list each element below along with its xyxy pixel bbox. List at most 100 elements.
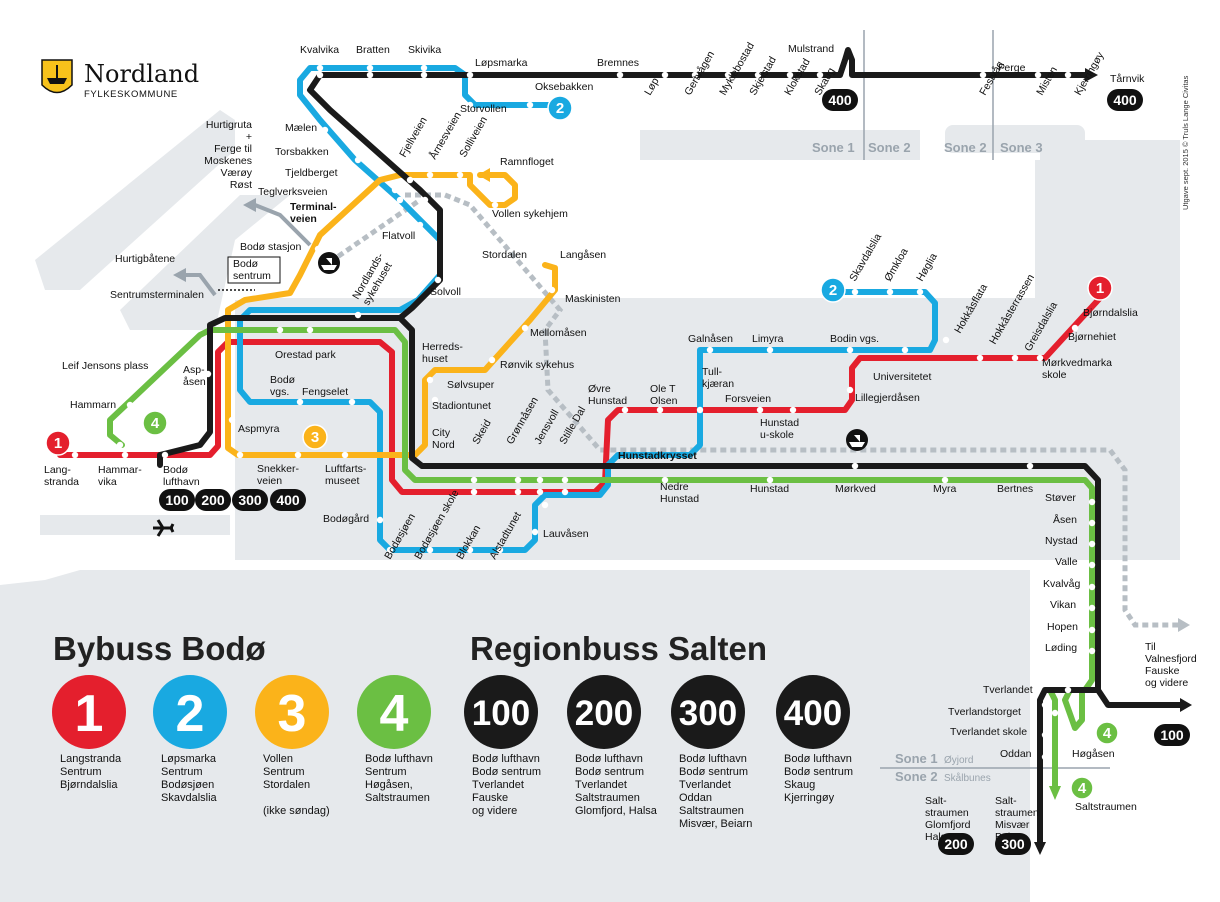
ferry-routes <box>173 192 1190 632</box>
route-badge-3: 3 <box>302 424 328 450</box>
stop-dot <box>431 396 439 404</box>
route-badge-4: 4 <box>1095 721 1119 745</box>
station-label-morkved: Mørkved <box>835 483 876 495</box>
svg-text:Bodøsjøen: Bodøsjøen <box>161 779 214 791</box>
stop-dot <box>656 406 664 414</box>
stop-dot <box>1088 498 1096 506</box>
stop-dot <box>696 406 704 414</box>
svg-text:Stordalen: Stordalen <box>263 779 310 791</box>
stop-dot <box>766 476 774 484</box>
stop-dot <box>536 488 544 496</box>
stop-dot <box>786 71 794 79</box>
stop-dot <box>434 276 442 284</box>
credit-text: Utgave sept. 2015 © Truls Lange Civitas <box>1181 75 1190 210</box>
station-label-vollensykehjem: Vollen sykehjem <box>492 208 568 220</box>
stop-dot <box>71 451 79 459</box>
stop-dot <box>1034 71 1042 79</box>
station-label-sentrumsterminalen: Sentrumsterminalen <box>110 289 204 301</box>
station-label-tullkjaeran: Tull-kjæran <box>702 366 734 390</box>
stop-dot <box>851 462 859 470</box>
route-badge-400: 400 <box>822 89 858 111</box>
svg-text:Oddan: Oddan <box>679 792 712 804</box>
svg-text:Langstranda: Langstranda <box>60 753 122 765</box>
stop-dot <box>521 324 529 332</box>
stop-dot <box>1088 561 1096 569</box>
svg-text:100: 100 <box>1160 727 1184 743</box>
stop-dot <box>1088 519 1096 527</box>
station-label-hogasen: Høgåsen <box>1072 748 1115 760</box>
station-label-teglverksveien: Teglverksveien <box>258 186 328 198</box>
svg-text:200: 200 <box>201 492 225 508</box>
svg-text:400: 400 <box>828 92 852 108</box>
svg-text:Bodø lufthavn: Bodø lufthavn <box>472 753 540 765</box>
stop-dot <box>514 476 522 484</box>
station-label-loding: Løding <box>1045 642 1077 654</box>
stop-dot <box>1051 709 1059 717</box>
stop-dot <box>296 398 304 406</box>
stop-dot <box>306 326 314 334</box>
station-label-nystad: Nystad <box>1045 535 1078 547</box>
svg-text:og videre: og videre <box>472 805 517 817</box>
station-label-herredshuset: Herreds-huset <box>422 341 463 365</box>
stop-dot <box>621 406 629 414</box>
route-badge-400: 400 <box>1107 89 1143 111</box>
station-label-skivika: Skivika <box>408 44 441 56</box>
stop-dot <box>321 126 329 134</box>
stop-dot <box>526 101 534 109</box>
stop-dot <box>314 245 322 253</box>
station-label-mellomasen: Mellomåsen <box>530 327 587 339</box>
svg-text:300: 300 <box>1001 836 1025 852</box>
svg-text:4: 4 <box>151 415 160 432</box>
stop-dot <box>886 288 894 296</box>
stop-dot <box>121 451 129 459</box>
stop-dot <box>466 101 474 109</box>
stop-dot <box>406 176 414 184</box>
regionbuss-heading: Regionbuss Salten <box>470 630 767 667</box>
station-label-lauvasen: Lauvåsen <box>543 528 589 540</box>
svg-text:Bodø sentrum: Bodø sentrum <box>472 766 541 778</box>
station-label-langasen: Langåsen <box>560 249 606 261</box>
station-label-ronviksykehus: Rønvik sykehus <box>500 359 574 371</box>
route-badge-200: 200 <box>195 489 231 511</box>
stop-dot <box>1071 324 1079 332</box>
route-badge-100: 100 <box>159 489 195 511</box>
stop-dot <box>491 201 499 209</box>
stop-dot <box>531 528 539 536</box>
line-3-route <box>225 172 558 458</box>
stop-dot <box>1088 604 1096 612</box>
station-label-langstranda: Lang-stranda <box>44 464 79 488</box>
stop-dot <box>724 71 732 79</box>
stop-dot <box>496 546 504 554</box>
station-label-bratten: Bratten <box>356 44 390 56</box>
station-label-hunstad: Hunstad <box>750 483 789 495</box>
stop-dot <box>1064 71 1072 79</box>
station-label-lopsmarka: Løpsmarka <box>475 57 528 69</box>
stop-dot <box>756 406 764 414</box>
svg-text:3: 3 <box>278 685 307 743</box>
svg-text:Høgåsen,: Høgåsen, <box>365 779 413 791</box>
bybuss-heading: Bybuss Bodø <box>53 630 267 667</box>
station-label-solvoll: Solvoll <box>430 286 461 298</box>
svg-text:Sentrum: Sentrum <box>161 766 203 778</box>
zone-label: Sone 1 <box>812 140 855 155</box>
stop-dot <box>348 398 356 406</box>
svg-text:Bodø lufthavn: Bodø lufthavn <box>365 753 433 765</box>
stop-dot <box>126 401 134 409</box>
stop-dot <box>514 488 522 496</box>
station-label-orestadpark: Orestad park <box>275 349 336 361</box>
svg-text:Misvær, Beiarn: Misvær, Beiarn <box>679 818 752 830</box>
stop-markers <box>71 64 1096 761</box>
station-label-hammarvika: Hammar-vika <box>98 464 142 488</box>
station-label-stordalen: Stordalen <box>482 249 527 261</box>
svg-text:Skaug: Skaug <box>784 779 815 791</box>
station-label-universitetet: Universitetet <box>873 371 931 383</box>
svg-text:100: 100 <box>472 694 530 733</box>
